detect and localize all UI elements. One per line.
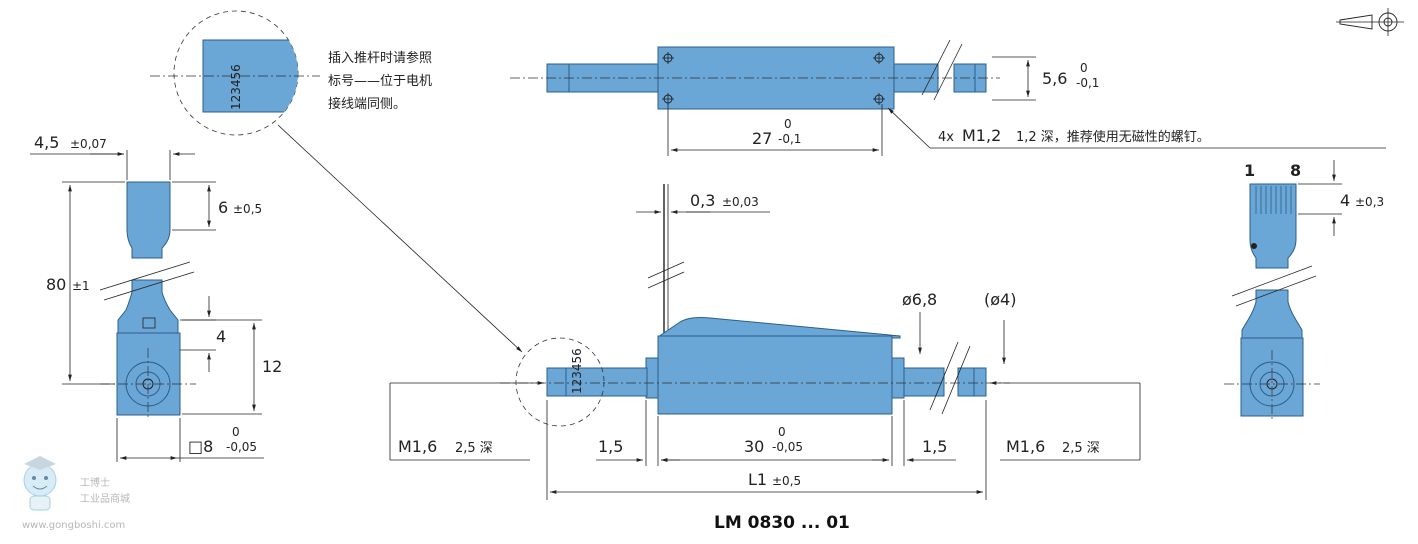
tol-27-up: 0 [784, 117, 792, 131]
watermark-sub: 工业品商城 [80, 492, 130, 505]
pin-1: 1 [1244, 161, 1255, 180]
tol-L1: ±0,5 [772, 474, 801, 488]
dim-4: 4 [216, 327, 226, 346]
m12-prefix: 4x [938, 130, 954, 145]
right-side-view: 1 8 4 ±0,3 [1224, 160, 1384, 420]
detail-circle-view: 123456 [150, 10, 523, 353]
tol-sq8-low: -0,05 [226, 440, 257, 454]
dim-0-3: 0,3 [690, 191, 715, 210]
mascot-icon [23, 456, 57, 511]
dim-phi-6-8: ø6,8 [902, 290, 937, 309]
dim-L1: L1 [748, 470, 767, 489]
m16-left: M1,6 [398, 437, 437, 456]
tol-5-6-low: -0,1 [1076, 76, 1099, 90]
tol-4-right: ±0,3 [1355, 195, 1384, 209]
small-marking: 123456 [570, 348, 584, 394]
m16-left-note: 2,5 深 [455, 441, 493, 456]
tol-30-low: -0,05 [772, 440, 803, 454]
tol-80: ±1 [72, 279, 90, 293]
pin-8: 8 [1290, 161, 1301, 180]
dim-27: 27 [752, 129, 772, 148]
dim-12: 12 [262, 357, 282, 376]
insertion-note: 插入推杆时请参照 标号——位于电机 接线端同侧。 [328, 50, 432, 112]
dim-4-right: 4 [1340, 191, 1350, 210]
dim-1-5-left: 1,5 [598, 437, 623, 456]
left-side-view: 4,5 ±0,07 6 ±0,5 80 ±1 4 12 □8 0 -0,05 [30, 133, 282, 462]
tol-27-low: -0,1 [778, 132, 801, 146]
tol-0-3: ±0,03 [722, 195, 759, 209]
m16-right: M1,6 [1006, 437, 1045, 456]
watermark-brand: 工博士 [80, 476, 110, 489]
note-line-2: 标号——位于电机 [328, 74, 432, 89]
model-title: LM 0830 ... 01 [714, 513, 850, 533]
dim-square-8: □8 [188, 437, 213, 456]
tol-sq8-up: 0 [232, 425, 240, 439]
dim-80: 80 [46, 275, 66, 294]
screw-hole-icon [662, 52, 885, 105]
top-view: 5,6 0 -0,1 27 0 -0,1 4x M1,2 1,2 深，推荐使用无… [510, 39, 1386, 156]
tol-30-up: 0 [778, 425, 786, 439]
detail-marking: 123456 [229, 64, 243, 110]
tol-5-6-up: 0 [1080, 61, 1088, 75]
detail-leader-line [277, 124, 523, 353]
note-line-3: 接线端同侧。 [328, 96, 406, 112]
dim-5-6: 5,6 [1042, 69, 1067, 88]
tol-6: ±0,5 [233, 202, 262, 216]
dim-4-5: 4,5 [34, 133, 59, 152]
m12-main: M1,2 [962, 126, 1001, 145]
tol-4-5: ±0,07 [70, 137, 107, 151]
m12-note: 1,2 深，推荐使用无磁性的螺钉。 [1016, 129, 1210, 145]
dim-6: 6 [218, 198, 228, 217]
main-front-view: 123456 0,3 ±0,03 ø6,8 (ø4) M1,6 2,5 深 M1… [389, 184, 1141, 500]
dim-30: 30 [744, 437, 764, 456]
watermark-url: www.gongboshi.com [22, 520, 125, 531]
note-line-1: 插入推杆时请参照 [328, 50, 432, 66]
dim-1-5-right: 1,5 [922, 437, 947, 456]
m16-right-note: 2,5 深 [1062, 441, 1100, 456]
projection-symbol-icon [1336, 8, 1404, 36]
dim-phi-4: (ø4) [984, 290, 1016, 309]
watermark-logo: 工博士 工业品商城 www.gongboshi.com [22, 456, 130, 531]
